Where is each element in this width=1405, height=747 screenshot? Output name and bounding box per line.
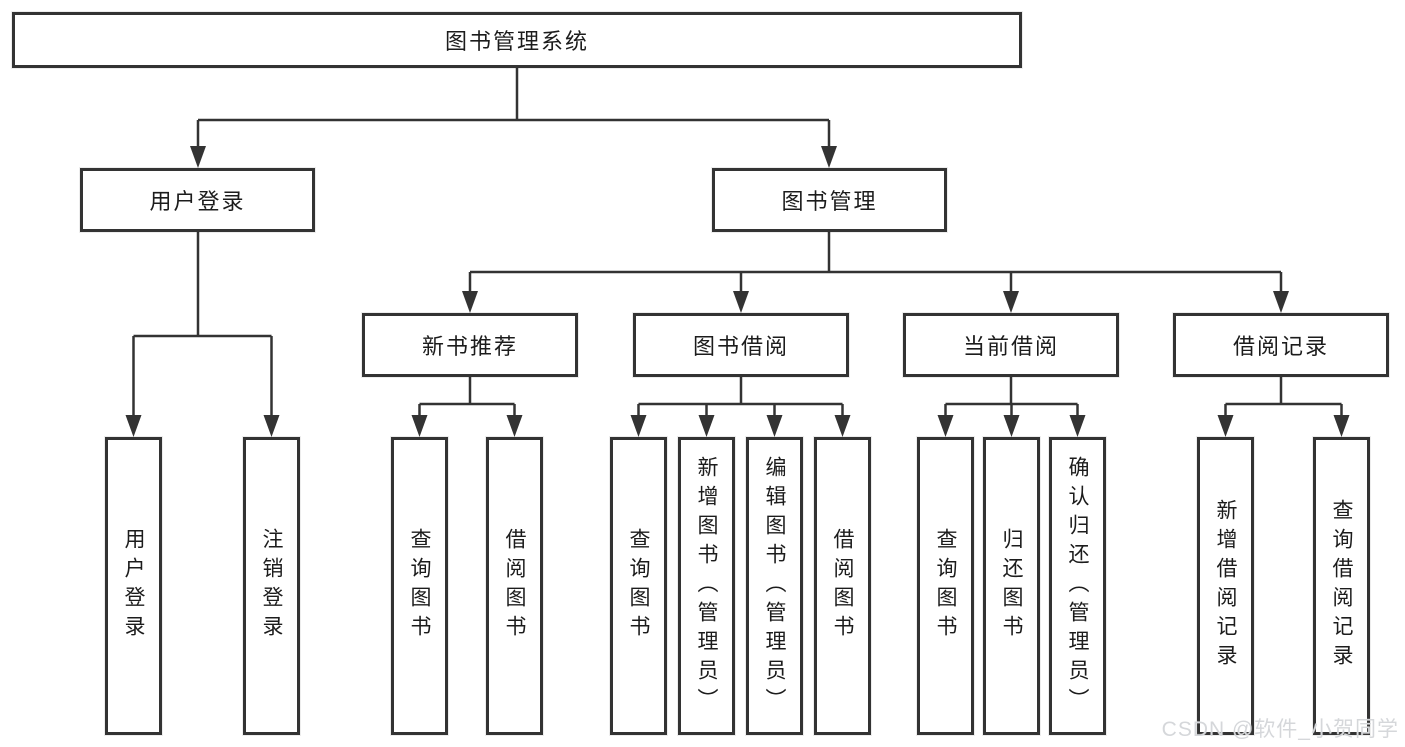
- leaf-add-borrow-record-label: 新增借阅记录: [1214, 499, 1237, 673]
- node-new-book-recommend-label: 新书推荐: [421, 334, 518, 359]
- leaf-logout-label: 注销登录: [260, 528, 283, 644]
- csdn-watermark: CSDN @软件_小贺同学: [1161, 718, 1399, 741]
- node-root-label: 图书管理系统: [444, 29, 589, 54]
- leaf-return-books-label: 归还图书: [1000, 528, 1023, 644]
- node-borrow-records-label: 借阅记录: [1232, 334, 1329, 359]
- leaf-user-login-label: 用户登录: [122, 528, 145, 644]
- leaf-logout: 注销登录: [243, 437, 300, 735]
- leaf-add-books-admin: 新增图书（管理员）: [678, 437, 735, 735]
- node-current-borrow: 当前借阅: [903, 313, 1119, 377]
- leaf-return-books: 归还图书: [983, 437, 1040, 735]
- node-root: 图书管理系统: [12, 12, 1022, 68]
- node-book-borrow-label: 图书借阅: [692, 334, 789, 359]
- node-book-borrow: 图书借阅: [633, 313, 849, 377]
- node-user-login: 用户登录: [80, 168, 315, 232]
- leaf-recommend-query-books: 查询图书: [391, 437, 448, 735]
- leaf-edit-books-admin-label: 编辑图书（管理员）: [763, 455, 786, 717]
- leaf-current-query-books: 查询图书: [917, 437, 974, 735]
- leaf-recommend-borrow-books-label: 借阅图书: [503, 528, 526, 644]
- node-borrow-records: 借阅记录: [1173, 313, 1389, 377]
- leaf-borrow-books-label: 借阅图书: [831, 528, 854, 644]
- node-current-borrow-label: 当前借阅: [962, 334, 1059, 359]
- leaf-borrow-books: 借阅图书: [814, 437, 871, 735]
- leaf-borrow-query-books-label: 查询图书: [627, 528, 650, 644]
- leaf-current-query-books-label: 查询图书: [934, 528, 957, 644]
- node-user-login-label: 用户登录: [149, 189, 246, 214]
- leaf-borrow-query-books: 查询图书: [610, 437, 667, 735]
- leaf-user-login: 用户登录: [105, 437, 162, 735]
- node-new-book-recommend: 新书推荐: [362, 313, 578, 377]
- leaf-confirm-return-admin: 确认归还（管理员）: [1049, 437, 1106, 735]
- node-book-management: 图书管理: [712, 168, 947, 232]
- leaf-query-borrow-record: 查询借阅记录: [1313, 437, 1370, 735]
- leaf-recommend-borrow-books: 借阅图书: [486, 437, 543, 735]
- node-book-management-label: 图书管理: [781, 189, 878, 214]
- leaf-recommend-query-books-label: 查询图书: [408, 528, 431, 644]
- leaf-edit-books-admin: 编辑图书（管理员）: [746, 437, 803, 735]
- leaf-confirm-return-admin-label: 确认归还（管理员）: [1066, 455, 1089, 717]
- leaf-add-borrow-record: 新增借阅记录: [1197, 437, 1254, 735]
- leaf-query-borrow-record-label: 查询借阅记录: [1330, 499, 1353, 673]
- leaf-add-books-admin-label: 新增图书（管理员）: [695, 455, 718, 717]
